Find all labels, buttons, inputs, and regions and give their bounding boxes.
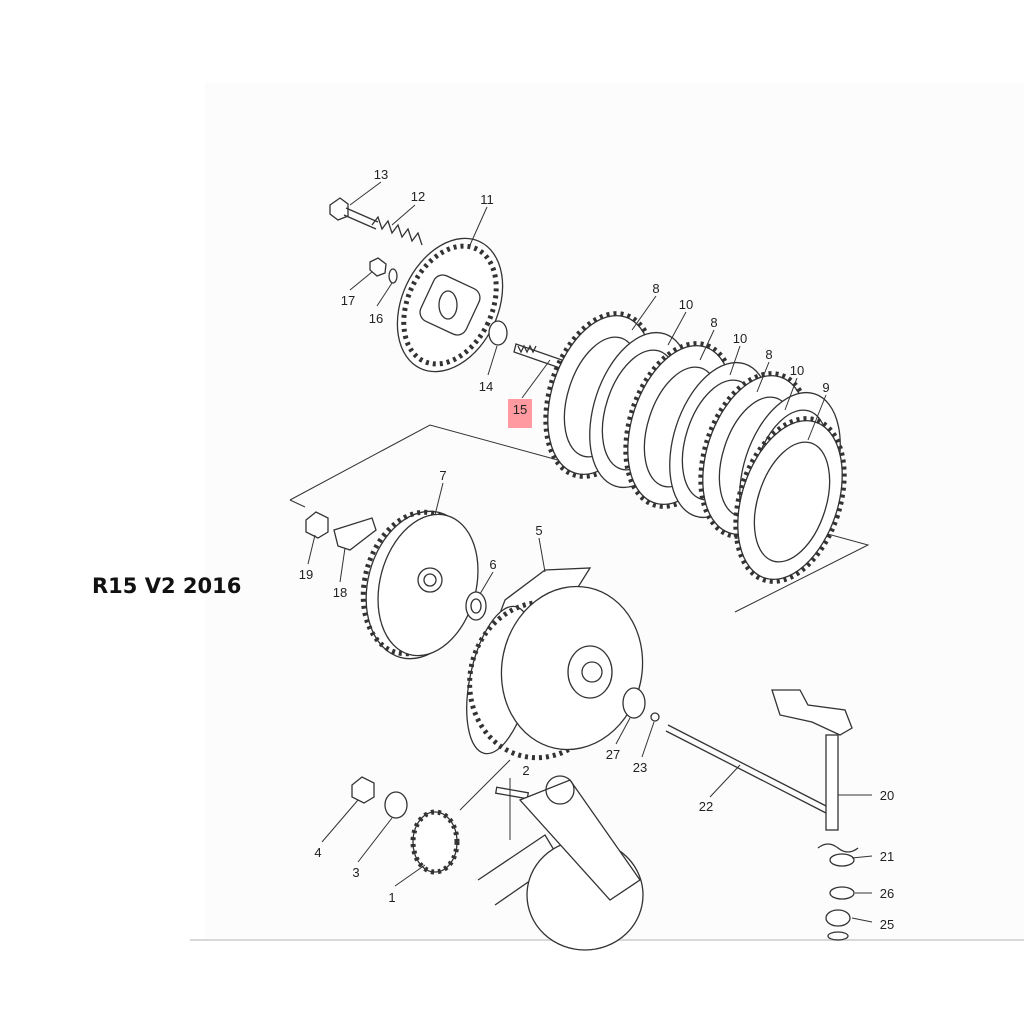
part-23-ball	[650, 712, 660, 722]
callout-19: 19	[299, 567, 313, 582]
part-16-washer	[388, 268, 398, 284]
part-15-push-rod	[513, 343, 563, 369]
part-7-clutch-boss	[360, 509, 479, 660]
callout-25: 25	[880, 917, 894, 932]
part-21-spring	[817, 843, 859, 853]
callout-14: 14	[479, 379, 493, 394]
crankshaft	[477, 775, 644, 951]
part-19-nut	[305, 511, 329, 539]
callout-2: 2	[522, 763, 529, 778]
diagram-panel	[205, 82, 1024, 940]
part-13-bolt	[329, 197, 379, 230]
callout-23: 23	[633, 760, 647, 775]
leader-lines	[307, 181, 873, 923]
part-4-nut	[351, 776, 375, 804]
part-3-washer	[384, 791, 408, 819]
callout-7: 7	[439, 468, 446, 483]
callout-1: 1	[388, 890, 395, 905]
callout-21: 21	[880, 849, 894, 864]
callout-16: 16	[369, 311, 383, 326]
callout-15: 15	[513, 402, 527, 417]
part-18-lock-washer	[333, 517, 377, 551]
callout-12: 12	[411, 189, 425, 204]
callout-11: 11	[480, 192, 494, 207]
part-22-push-rod	[665, 724, 831, 814]
clutch-plates	[543, 311, 847, 584]
callout-26: 26	[880, 886, 894, 901]
callout-3: 3	[352, 865, 359, 880]
part-27-washer	[622, 687, 646, 719]
callout-13: 13	[374, 167, 388, 182]
callout-8: 8	[652, 281, 659, 296]
part-17-nut	[369, 257, 387, 277]
callout-18: 18	[333, 585, 347, 600]
callout-4: 4	[314, 845, 321, 860]
callout-6: 6	[489, 557, 496, 572]
callout-labels: 13 12 11 17 16 14 15 8 10 8 10 8 10 9 7 …	[299, 167, 894, 932]
part-26-clip	[829, 886, 855, 900]
part-12-spring	[371, 215, 423, 246]
part-1-primary-gear	[410, 809, 460, 875]
part-25-seal	[825, 909, 851, 927]
callout-17: 17	[341, 293, 355, 308]
model-title: R15 V2 2016	[92, 574, 242, 598]
callout-10: 10	[679, 297, 693, 312]
part-14-washer	[488, 320, 508, 346]
callout-22: 22	[699, 799, 713, 814]
part-6-washer	[465, 591, 487, 621]
part-15-highlight	[508, 399, 532, 428]
callout-8: 8	[710, 315, 717, 330]
callout-20: 20	[880, 788, 894, 803]
part-20-push-lever	[771, 689, 853, 831]
callout-9: 9	[822, 380, 829, 395]
callout-10: 10	[733, 331, 747, 346]
part-5-clutch-housing	[466, 567, 644, 761]
callout-5: 5	[535, 523, 542, 538]
callout-10: 10	[790, 363, 804, 378]
part-11-pressure-plate	[396, 237, 504, 373]
part-2-key	[494, 786, 530, 800]
callout-27: 27	[606, 747, 620, 762]
callout-8: 8	[765, 347, 772, 362]
